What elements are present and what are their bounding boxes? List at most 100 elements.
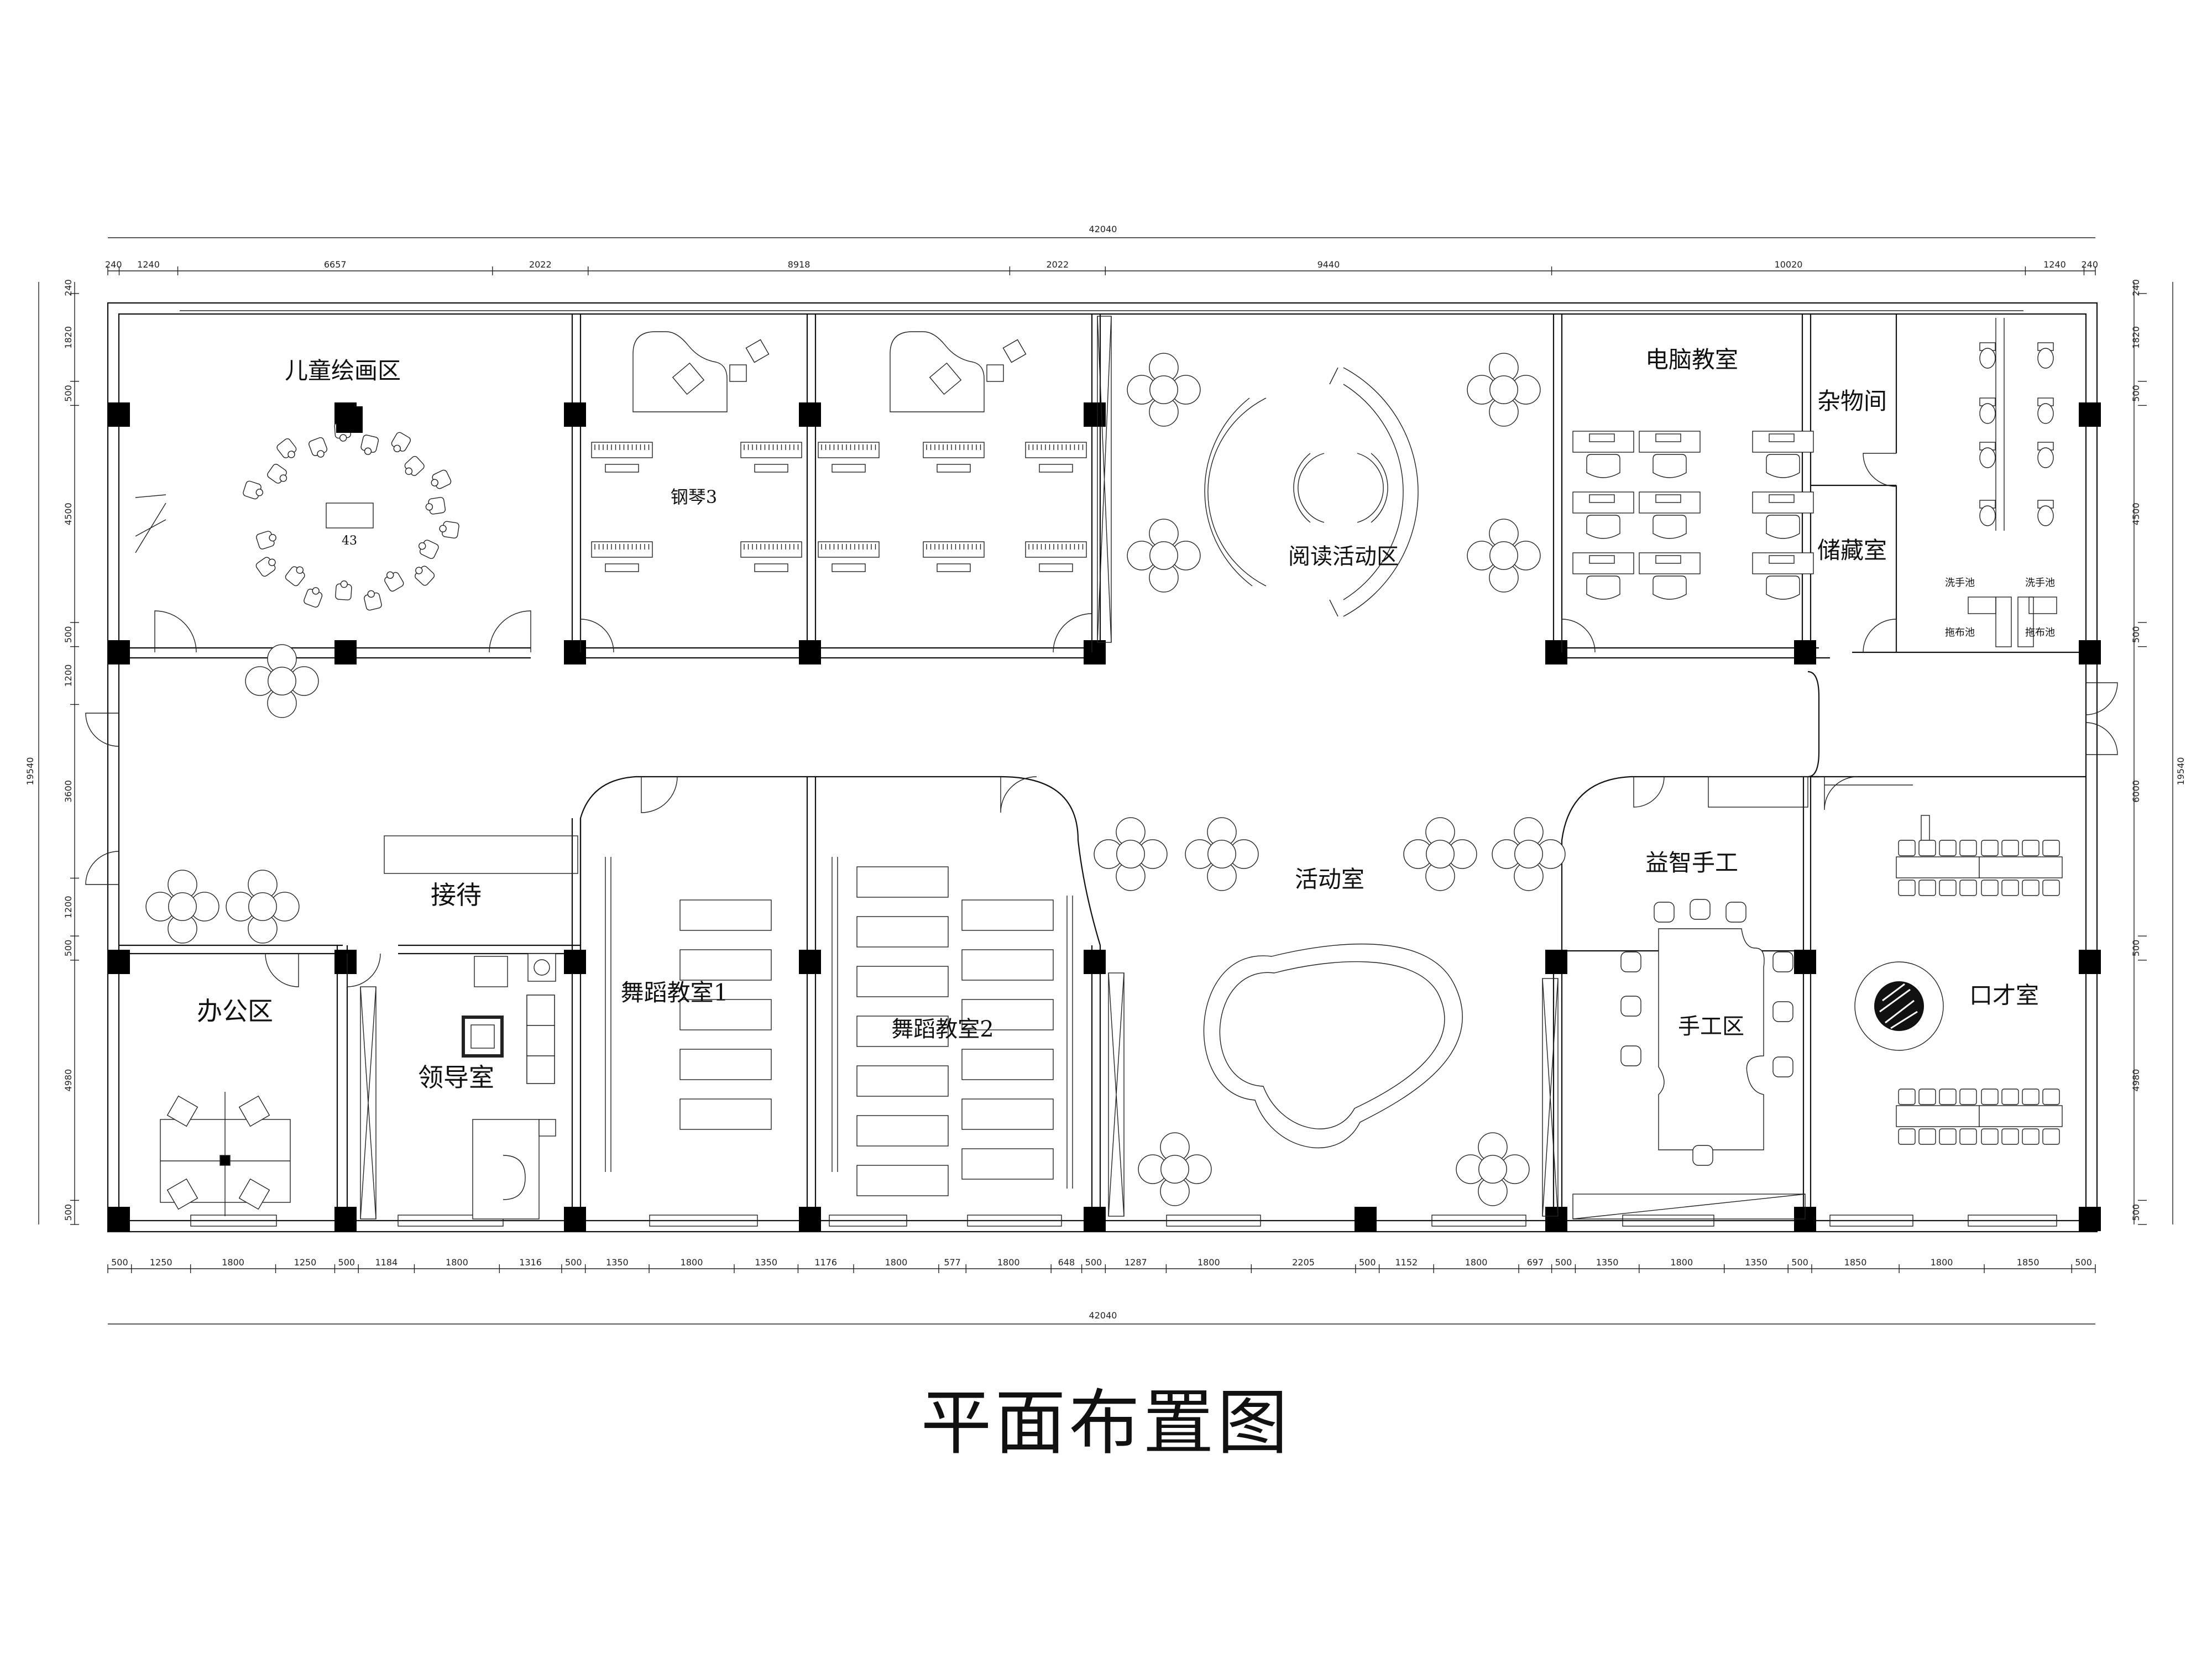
label-craft-zone: 手工区 bbox=[1678, 1014, 1744, 1039]
computer-desk bbox=[1639, 552, 1701, 600]
dimension-ticks-top bbox=[107, 266, 2096, 275]
dim-overall-top: 42040 bbox=[1089, 224, 1117, 234]
column bbox=[108, 1207, 130, 1231]
desk-row bbox=[1979, 840, 2063, 896]
dim-right-3: 4500 bbox=[2131, 503, 2141, 525]
chair bbox=[335, 580, 352, 600]
round-table-set bbox=[1492, 817, 1566, 891]
column bbox=[2079, 1207, 2101, 1231]
label-computer-room: 电脑教室 bbox=[1645, 346, 1738, 373]
label-activity-room: 活动室 bbox=[1295, 866, 1364, 893]
entrance-arrows bbox=[135, 494, 166, 553]
computer-desk bbox=[1752, 552, 1814, 600]
toilet bbox=[1979, 342, 1996, 369]
dance-mat bbox=[961, 999, 1054, 1030]
dim-top-8: 1240 bbox=[2043, 259, 2066, 270]
dim-top-1: 1240 bbox=[137, 259, 160, 270]
round-table-set bbox=[226, 870, 300, 944]
dance-mat bbox=[856, 1165, 949, 1196]
column bbox=[2079, 640, 2101, 664]
toilet bbox=[2037, 397, 2054, 424]
chair bbox=[439, 521, 459, 539]
dim-left-6: 3600 bbox=[63, 780, 74, 803]
dance-mat bbox=[679, 1049, 772, 1080]
dance-mat bbox=[679, 899, 772, 931]
column bbox=[2079, 402, 2101, 427]
round-table-set bbox=[1138, 1132, 1212, 1206]
dim-right-6: 500 bbox=[2131, 940, 2141, 957]
grand-pianos bbox=[632, 331, 1027, 412]
column bbox=[564, 950, 586, 974]
dim-left-0: 240 bbox=[63, 279, 74, 296]
dim-left-7: 1200 bbox=[63, 896, 74, 918]
chair bbox=[276, 438, 297, 458]
label-storage: 储藏室 bbox=[1817, 537, 1887, 564]
dance-mat bbox=[679, 1098, 772, 1130]
dim-left-4: 500 bbox=[63, 626, 74, 643]
chair bbox=[1620, 996, 1641, 1017]
windows bbox=[190, 1215, 2057, 1227]
dim-bottom-10: 1800 bbox=[681, 1257, 703, 1268]
upright-pianos bbox=[591, 442, 1087, 572]
chair bbox=[431, 469, 452, 489]
chair bbox=[304, 587, 323, 608]
dance-mat bbox=[961, 1148, 1054, 1180]
dim-left-5: 1200 bbox=[63, 664, 74, 687]
dim-bottom-9: 1350 bbox=[606, 1257, 629, 1268]
label-dance-room-1: 舞蹈教室1 bbox=[621, 979, 729, 1006]
computer-desk bbox=[1639, 431, 1701, 478]
kids-table bbox=[326, 503, 374, 528]
column bbox=[799, 1207, 821, 1231]
dim-bottom-21: 500 bbox=[1359, 1257, 1376, 1268]
chair bbox=[1772, 1056, 1793, 1077]
toilet bbox=[1979, 442, 1996, 468]
dance-mat bbox=[679, 999, 772, 1030]
dim-left-9: 4980 bbox=[63, 1069, 74, 1092]
dance-mat bbox=[679, 949, 772, 981]
dim-bottom-0: 500 bbox=[111, 1257, 128, 1268]
dim-bottom-6: 1800 bbox=[446, 1257, 468, 1268]
column bbox=[1794, 950, 1816, 974]
dance-mat bbox=[961, 949, 1054, 981]
dim-bottom-13: 1800 bbox=[885, 1257, 908, 1268]
reading-shelves bbox=[1204, 367, 1419, 617]
column bbox=[334, 950, 357, 974]
chair bbox=[1692, 1145, 1713, 1166]
column bbox=[1084, 1207, 1106, 1231]
chair bbox=[391, 432, 411, 453]
dim-top-7: 10020 bbox=[1775, 259, 1803, 270]
structural-columns bbox=[108, 402, 2101, 1231]
chair bbox=[308, 437, 328, 458]
leader-furniture bbox=[462, 953, 556, 1220]
dim-bottom-12: 1176 bbox=[814, 1257, 837, 1268]
chair bbox=[1772, 1001, 1793, 1022]
dim-bottom-17: 500 bbox=[1085, 1257, 1102, 1268]
round-table-set bbox=[1456, 1132, 1530, 1206]
chair bbox=[255, 557, 276, 577]
dim-bottom-31: 1800 bbox=[1931, 1257, 1953, 1268]
dim-bottom-23: 1800 bbox=[1465, 1257, 1488, 1268]
dim-overall-bottom: 42040 bbox=[1089, 1310, 1117, 1321]
dim-bottom-15: 1800 bbox=[997, 1257, 1020, 1268]
toilet bbox=[2037, 442, 2054, 468]
ballet-bars bbox=[605, 857, 1073, 1189]
chair bbox=[360, 435, 379, 455]
dim-bottom-24: 697 bbox=[1527, 1257, 1544, 1268]
chair bbox=[425, 497, 446, 515]
column bbox=[1084, 640, 1106, 664]
column bbox=[2079, 950, 2101, 974]
dance-mat bbox=[961, 1049, 1054, 1080]
dim-bottom-32: 1850 bbox=[2017, 1257, 2040, 1268]
round-table-set bbox=[1403, 817, 1477, 891]
dim-top-9: 240 bbox=[2081, 259, 2098, 270]
column bbox=[1084, 950, 1106, 974]
dim-right-7: 4980 bbox=[2131, 1069, 2141, 1092]
column bbox=[1545, 950, 1567, 974]
dim-bottom-3: 1250 bbox=[294, 1257, 317, 1268]
chair bbox=[243, 480, 264, 500]
toilet bbox=[1979, 500, 1996, 526]
chair bbox=[1620, 951, 1641, 972]
